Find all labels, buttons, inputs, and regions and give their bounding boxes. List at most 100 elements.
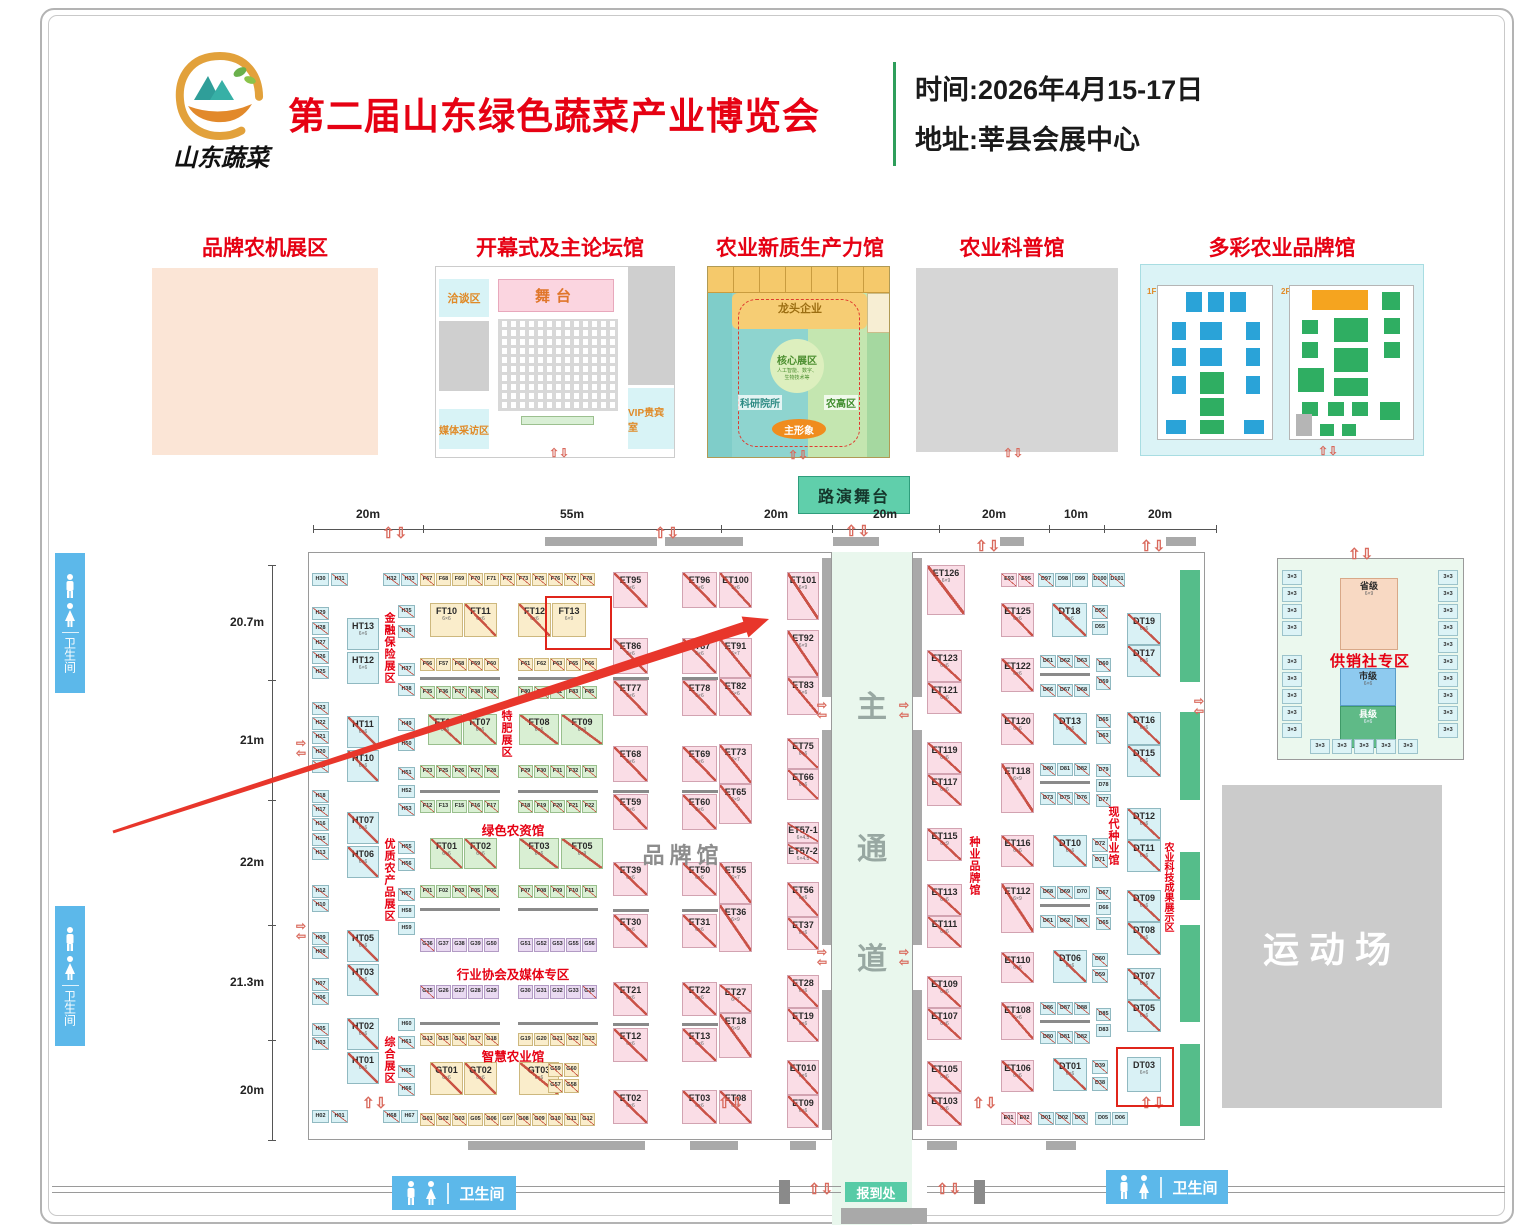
booth-F58: F58 bbox=[452, 658, 467, 671]
expo-logo bbox=[160, 48, 280, 168]
seat-grid bbox=[498, 319, 618, 411]
mini-booth-block bbox=[1302, 320, 1318, 334]
gray-block bbox=[628, 267, 674, 385]
dt03-highlight bbox=[1116, 1047, 1174, 1107]
booth-D82: D82 bbox=[1074, 1031, 1090, 1044]
hall-wall bbox=[912, 552, 1205, 1140]
booth-G33: G33 bbox=[566, 985, 581, 999]
booth-D71: D71 bbox=[1092, 854, 1108, 868]
booth-G22: G22 bbox=[566, 1033, 581, 1046]
booth-F77: F77 bbox=[564, 573, 579, 586]
side-entrance-arrows: ⇨⇦ bbox=[1194, 694, 1205, 719]
ruler-tick bbox=[1104, 525, 1105, 533]
booth-F59: F59 bbox=[468, 658, 483, 671]
gray-strip bbox=[790, 1141, 816, 1150]
left-ruler-line bbox=[272, 565, 273, 1140]
ruler-label: 20m bbox=[355, 507, 381, 521]
right-cells bbox=[867, 333, 889, 457]
booth-3×3: 3×3 bbox=[1438, 672, 1458, 687]
ruler-label: 20m bbox=[1147, 507, 1173, 521]
booth-F16: F16 bbox=[468, 800, 483, 813]
ruler-tick bbox=[721, 525, 722, 533]
booth-D56: D56 bbox=[1092, 605, 1108, 619]
gray-strip bbox=[545, 537, 657, 546]
mini-booth-block bbox=[1302, 342, 1318, 358]
booth-G06: G06 bbox=[484, 1113, 499, 1126]
mini-booth-block bbox=[1246, 376, 1260, 394]
booth-D72: D72 bbox=[1092, 838, 1108, 852]
booth-G02: G02 bbox=[436, 1113, 451, 1126]
green-strip bbox=[1180, 925, 1200, 1022]
gray-strip bbox=[822, 990, 831, 1130]
booth-D03: D03 bbox=[1072, 1112, 1088, 1125]
gray-strip bbox=[468, 1141, 645, 1150]
booth-D60: D60 bbox=[1096, 658, 1111, 672]
zone-label: 特肥展区 bbox=[500, 710, 512, 758]
mini-booth-block bbox=[1334, 348, 1368, 372]
booth-D62: D62 bbox=[1057, 655, 1073, 668]
booth-D62: D62 bbox=[1057, 915, 1073, 928]
booth-D85: D85 bbox=[1096, 1008, 1111, 1021]
mini-booth-block bbox=[1328, 402, 1344, 416]
ruler-tick bbox=[1216, 525, 1217, 533]
booth-F10: F10 bbox=[566, 885, 581, 898]
booth-H30: H30 bbox=[312, 573, 329, 586]
pillar bbox=[779, 1180, 790, 1204]
booth-H01: H01 bbox=[331, 1110, 348, 1123]
booth-F02: F02 bbox=[436, 885, 451, 898]
booth-G60: G60 bbox=[564, 1063, 579, 1077]
divider-line bbox=[613, 790, 649, 793]
divider-line bbox=[420, 908, 500, 911]
booth-F82: F82 bbox=[550, 686, 565, 699]
booth-F71: F71 bbox=[484, 573, 499, 586]
booth-H32: H32 bbox=[383, 573, 400, 586]
mini-plan-2f bbox=[1289, 285, 1414, 440]
booth-D82: D82 bbox=[1074, 763, 1090, 776]
mini-booth-block bbox=[1352, 402, 1368, 416]
booth-D67: D67 bbox=[1096, 887, 1111, 900]
booth-G35: G35 bbox=[582, 985, 597, 999]
zone-label: 金融保险展区 bbox=[383, 612, 395, 684]
booth-H29: H29 bbox=[312, 607, 329, 620]
booth-F12: F12 bbox=[420, 800, 435, 813]
booth-F85: F85 bbox=[582, 686, 597, 699]
gray-strip bbox=[822, 730, 831, 945]
mini-booth-block bbox=[1334, 318, 1368, 342]
booth-F06: F06 bbox=[484, 885, 499, 898]
booth-D98: D98 bbox=[1055, 573, 1071, 587]
booth-F72: F72 bbox=[500, 573, 515, 586]
divider-line bbox=[420, 790, 500, 793]
booth-F23: F23 bbox=[420, 765, 435, 778]
booth-D63: D63 bbox=[1074, 915, 1090, 928]
booth-H25: H25 bbox=[312, 666, 329, 679]
booth-E01: E01 bbox=[1001, 1112, 1016, 1125]
booth-D101: D101 bbox=[1109, 573, 1125, 587]
booth-H52: H52 bbox=[398, 785, 415, 798]
booth-H56: H56 bbox=[398, 858, 415, 871]
mini-booth-block bbox=[1342, 424, 1356, 436]
woman-icon bbox=[1139, 1175, 1150, 1199]
booth-D02: D02 bbox=[1055, 1112, 1071, 1125]
booth-H67: H67 bbox=[401, 1110, 418, 1123]
mini-booth-block bbox=[1200, 420, 1224, 434]
booth-D80: D80 bbox=[1040, 763, 1056, 776]
side-entrance-arrows: ⇨⇦ bbox=[899, 945, 910, 970]
booth-F07: F07 bbox=[518, 885, 533, 898]
booth-D68: D68 bbox=[1040, 886, 1056, 899]
